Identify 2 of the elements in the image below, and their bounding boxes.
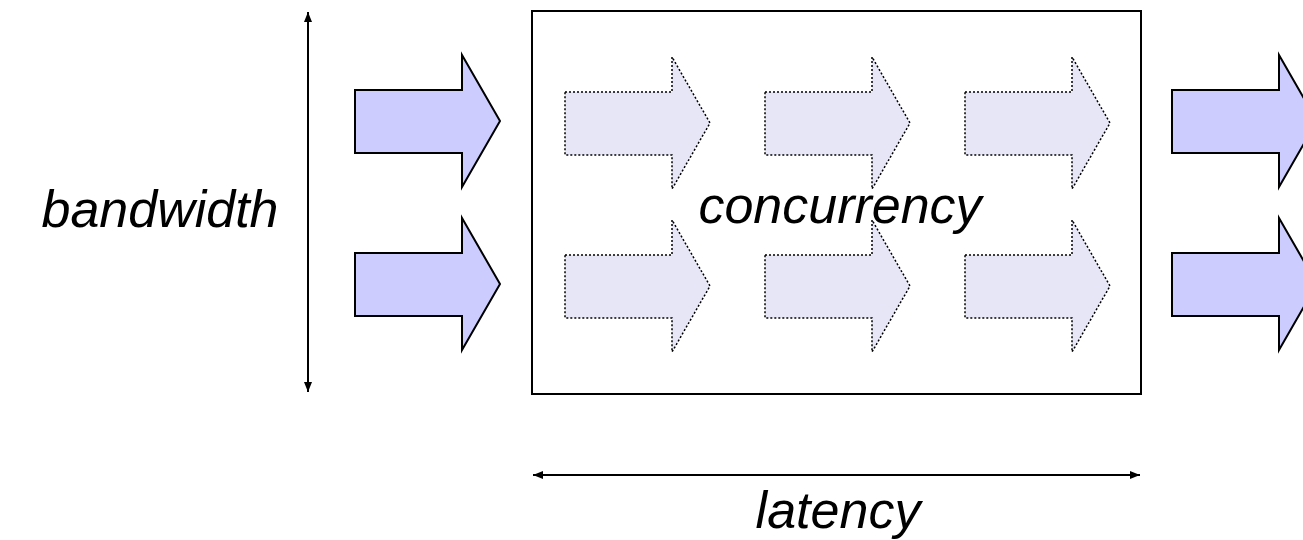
process-box [531, 10, 1142, 395]
dimension-label: bandwidth [41, 183, 279, 235]
